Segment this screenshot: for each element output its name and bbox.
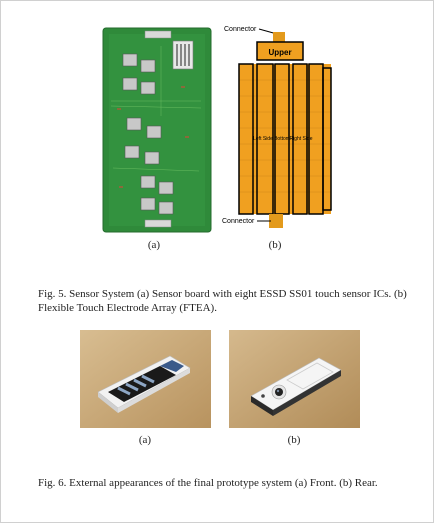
ftea-diagram: Connector Upper Left Side Bottom Right S… bbox=[222, 26, 332, 228]
top-tail bbox=[273, 32, 285, 44]
ftea-body bbox=[239, 64, 331, 214]
prototype-rear-photo bbox=[229, 330, 360, 428]
fig5-sublabel-b: (b) bbox=[268, 239, 282, 251]
upper-label: Upper bbox=[268, 48, 291, 57]
bottom-tail bbox=[269, 214, 283, 228]
strip-left-label: Left Side bbox=[253, 136, 273, 142]
strip-center-label: Bottom bbox=[274, 136, 290, 142]
fig6-sublabel-b: (b) bbox=[287, 434, 301, 446]
fig6-caption: Fig. 6. External appearances of the fina… bbox=[38, 477, 378, 489]
fig6-sublabel-a: (a) bbox=[138, 434, 152, 446]
connector-top-label: Connector bbox=[224, 26, 257, 33]
fig5-caption: Fig. 5. Sensor System (a) Sensor board w… bbox=[38, 288, 407, 314]
upper-electrode bbox=[256, 41, 304, 61]
prototype-front-photo bbox=[80, 330, 211, 428]
sensor-board-photo bbox=[102, 27, 212, 233]
connector-bottom-label: Connector bbox=[222, 218, 255, 225]
strip-right-label: Right Side bbox=[289, 136, 312, 142]
fig5-sublabel-a: (a) bbox=[147, 239, 161, 251]
